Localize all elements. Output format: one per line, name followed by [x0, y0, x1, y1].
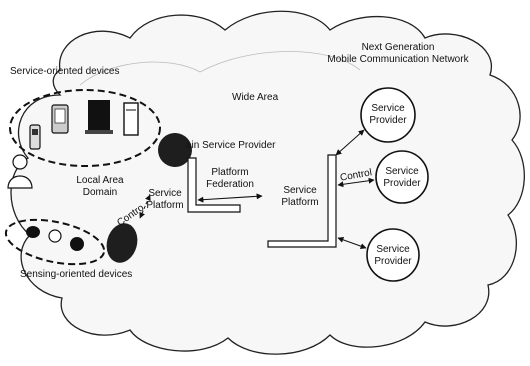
user-icon [7, 154, 33, 189]
sensing-devices-group [4, 218, 106, 266]
provider-link [337, 177, 375, 188]
platform-federation-line2: Federation [206, 179, 254, 190]
control-link-left [139, 194, 151, 219]
network-title-line1: Next Generation [361, 42, 435, 53]
domain-service-provider-node [158, 133, 192, 167]
phone-icon [29, 124, 41, 150]
sensor-dot-icon [70, 237, 84, 251]
service-provider-node [366, 228, 420, 282]
service-provider-label-1a: Service [371, 103, 405, 114]
service-provider-label-2a: Service [385, 166, 419, 177]
domain-service-provider-label: ain Service Provider [186, 140, 276, 151]
service-provider-label-1b: Provider [369, 115, 407, 126]
sensor-dot-icon [26, 226, 40, 238]
local-area-label-line1: Local Area [76, 175, 124, 186]
provider-link [337, 236, 367, 250]
service-provider-node [360, 87, 416, 143]
sensor-dot-icon [48, 229, 62, 243]
pda-icon [51, 104, 69, 134]
cloud-inner-outline [79, 51, 361, 86]
service-oriented-devices-label: Service-oriented devices [10, 66, 120, 77]
service-provider-label-2b: Provider [383, 178, 421, 189]
server-tower-icon [123, 102, 139, 136]
platform-federation-link [197, 193, 263, 203]
wide-area-label: Wide Area [232, 92, 279, 103]
monitor-icon [85, 100, 113, 134]
local-area-label-line2: Domain [82, 187, 118, 198]
network-title-line2: Mobile Communication Network [327, 54, 469, 65]
platform-federation-line1: Platform [211, 167, 249, 178]
service-platform-left-bar [187, 157, 241, 213]
service-provider-label-3a: Service [376, 244, 410, 255]
service-platform-left-line1: Service [148, 188, 182, 199]
sensing-oriented-devices-label: Sensing-oriented devices [20, 269, 133, 280]
local-service-platform-node [106, 223, 138, 263]
service-platform-right-line1: Service [283, 185, 317, 196]
service-provider-label-3b: Provider [374, 256, 412, 267]
provider-link [335, 129, 365, 156]
service-platform-right-line2: Platform [281, 197, 319, 208]
service-platform-left-line2: Platform [146, 200, 184, 211]
service-devices-group [9, 89, 161, 167]
service-provider-node [375, 150, 429, 204]
